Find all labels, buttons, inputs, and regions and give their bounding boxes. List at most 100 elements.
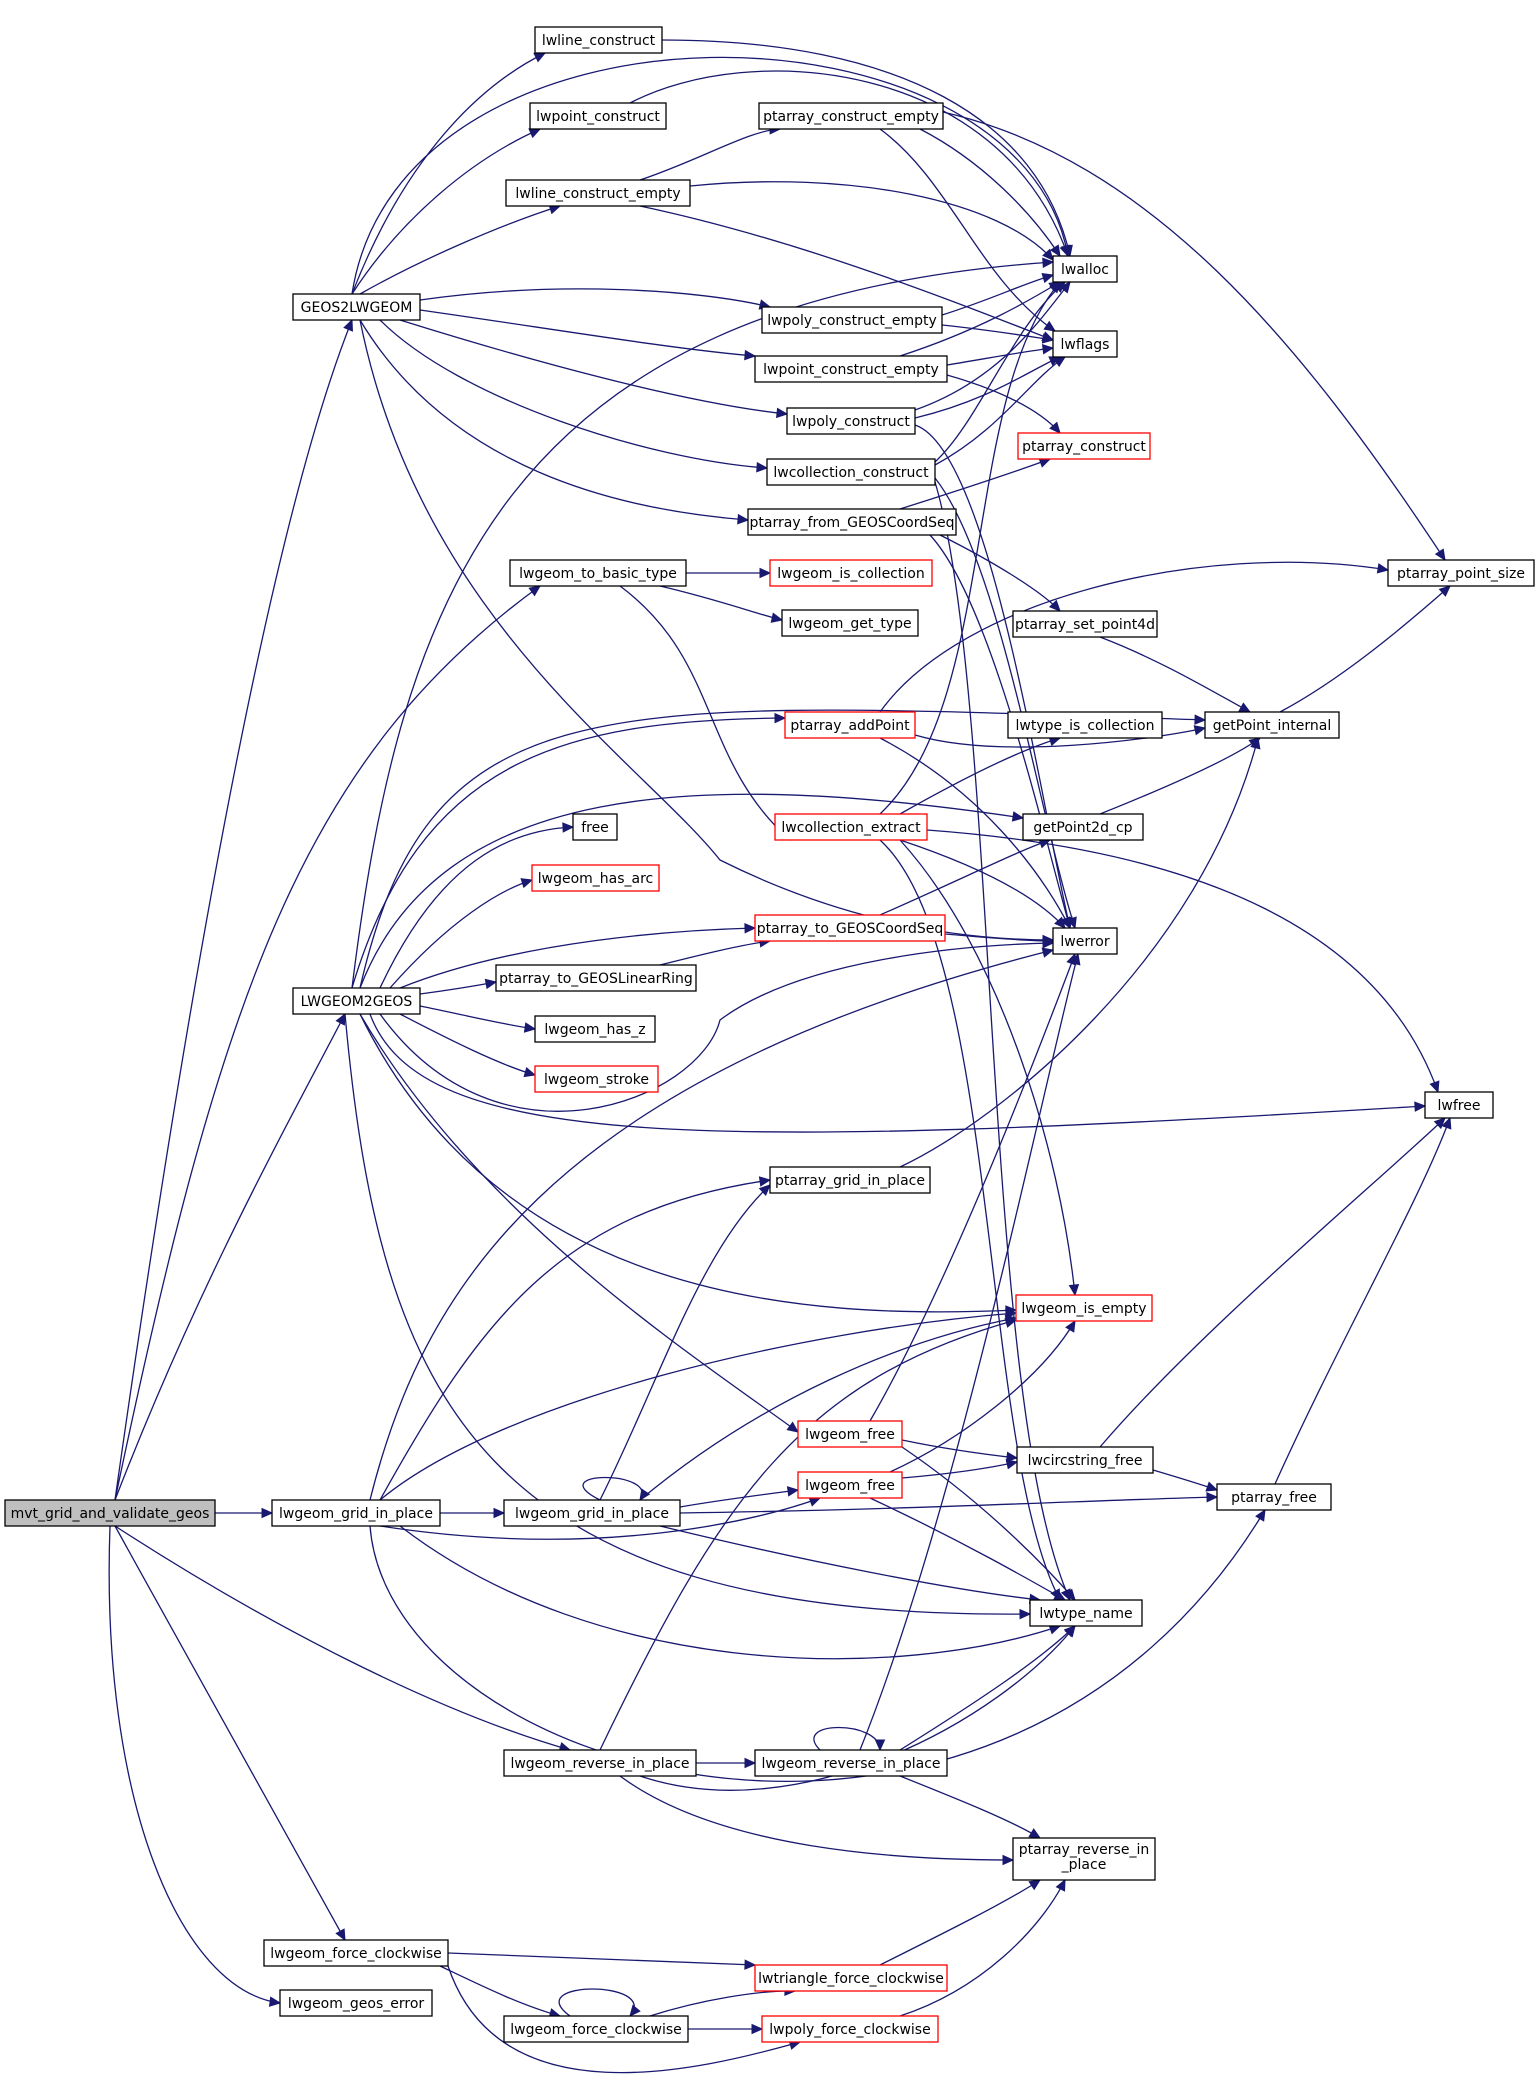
node-lwline-construct[interactable]: lwline_construct [534, 26, 663, 54]
edge-mvt-grid-to-GEOS2LWGEOM [114, 318, 353, 1501]
edge-lwpoly-force-clockwise-to-ptarray-reverse-in-place [899, 1878, 1066, 2017]
edge-line [869, 953, 1076, 1422]
node-lwtriangle-force-clockwise[interactable]: lwtriangle_force_clockwise [754, 1964, 948, 1992]
node-lwpoint-construct[interactable]: lwpoint_construct [529, 102, 667, 130]
node-lwgeom-grid-b[interactable]: lwgeom_grid_in_place [503, 1499, 681, 1527]
node-ptarray-to-GEOSLinearRing[interactable]: ptarray_to_GEOSLinearRing [495, 964, 697, 992]
node-box [1387, 559, 1535, 587]
edge-arrowhead [523, 1067, 537, 1078]
edge-line [582, 1476, 643, 1501]
edge-line [447, 1952, 756, 1966]
node-lwgeom-is-empty[interactable]: lwgeom_is_empty [1015, 1294, 1153, 1322]
node-lwpoly-construct-empty[interactable]: lwpoly_construct_empty [761, 306, 943, 334]
node-label: ptarray_from_GEOSCoordSeq [750, 515, 955, 531]
edge-lwgeom-reverse-a-to-lwgeom-is-empty [599, 1317, 1018, 1751]
node-lwerror[interactable]: lwerror [1052, 927, 1118, 955]
edge-arrowhead [533, 52, 547, 63]
node-lwgeom-reverse-a[interactable]: lwgeom_reverse_in_place [503, 1749, 697, 1777]
node-label: _place [1061, 1857, 1107, 1873]
node-label: lwgeom_force_clockwise [270, 1946, 442, 1962]
node-free[interactable]: free [572, 813, 618, 841]
node-lwflags[interactable]: lwflags [1052, 330, 1118, 358]
node-getPoint2d-cp[interactable]: getPoint2d_cp [1022, 813, 1144, 841]
edge-arrowhead [343, 318, 353, 332]
node-label: ptarray_reverse_in [1019, 1842, 1149, 1858]
edge-line [639, 205, 1054, 341]
node-getPoint-internal[interactable]: getPoint_internal [1204, 711, 1340, 739]
node-lwgeom-to-basic-type[interactable]: lwgeom_to_basic_type [509, 559, 687, 587]
node-label: lwgeom_reverse_in_place [510, 1756, 689, 1772]
node-ptarray-from-GEOSCoordSeq[interactable]: ptarray_from_GEOSCoordSeq [747, 508, 957, 536]
node-LWGEOM2GEOS[interactable]: LWGEOM2GEOS [292, 987, 421, 1015]
node-lwpoly-force-clockwise[interactable]: lwpoly_force_clockwise [761, 2015, 939, 2043]
node-box [774, 813, 928, 841]
node-lwgeom-force-cw-b[interactable]: lwgeom_force_clockwise [503, 2015, 689, 2043]
node-lwgeom-grid-a[interactable]: lwgeom_grid_in_place [271, 1499, 441, 1527]
node-label: ptarray_point_size [1397, 566, 1525, 582]
edge-lwgeom-to-basic-type-to-lwcollection-extract [619, 585, 791, 841]
node-label: mvt_grid_and_validate_geos [11, 1506, 210, 1522]
node-lwgeom-free-a[interactable]: lwgeom_free [797, 1420, 903, 1448]
edge-line [899, 281, 1061, 357]
edge-line [679, 1496, 1218, 1514]
edge-lwgeom-free-b-to-lwtype-name [869, 1497, 1067, 1601]
node-lwcollection-extract[interactable]: lwcollection_extract [774, 813, 928, 841]
node-lwgeom-free-b[interactable]: lwgeom_free [797, 1471, 903, 1499]
edge-arrowhead [335, 1928, 346, 1942]
node-ptarray-grid-in-place[interactable]: ptarray_grid_in_place [769, 1166, 931, 1194]
edge-LWGEOM2GEOS-to-free [379, 822, 575, 989]
edge-arrowhead [1005, 1459, 1019, 1470]
node-lwgeom-has-z[interactable]: lwgeom_has_z [534, 1015, 656, 1043]
node-lwpoly-construct[interactable]: lwpoly_construct [786, 407, 916, 435]
node-lwcircstring-free[interactable]: lwcircstring_free [1016, 1446, 1154, 1474]
edge-arrowhead [759, 567, 772, 579]
edge-line [813, 1726, 881, 1751]
node-lwgeom-has-arc[interactable]: lwgeom_has_arc [531, 864, 660, 892]
node-lwgeom-geos-error[interactable]: lwgeom_geos_error [279, 1989, 433, 2017]
node-label: ptarray_construct [1022, 439, 1146, 455]
node-lwfree[interactable]: lwfree [1424, 1091, 1494, 1119]
edge-arrowhead [1068, 1284, 1080, 1297]
edge-line [351, 128, 541, 295]
edge-arrowhead [1049, 421, 1061, 434]
node-ptarray-set-point4d[interactable]: ptarray_set_point4d [1012, 610, 1158, 638]
node-lwcollection-construct[interactable]: lwcollection_construct [766, 458, 936, 486]
edge-line [399, 319, 788, 415]
edge-line [351, 717, 786, 989]
node-lwgeom-reverse-b[interactable]: lwgeom_reverse_in_place [754, 1749, 948, 1777]
edge-arrowhead [562, 822, 575, 833]
node-ptarray-point-size[interactable]: ptarray_point_size [1387, 559, 1535, 587]
node-lwgeom-stroke[interactable]: lwgeom_stroke [534, 1065, 659, 1093]
node-lwgeom-is-collection[interactable]: lwgeom_is_collection [769, 559, 933, 587]
node-lwtype-is-collection[interactable]: lwtype_is_collection [1007, 711, 1163, 739]
node-ptarray-free[interactable]: ptarray_free [1216, 1483, 1332, 1511]
edge-arrowhead [744, 1757, 757, 1769]
edge-arrowhead [1059, 244, 1070, 258]
node-ptarray-construct-empty[interactable]: ptarray_construct_empty [758, 102, 944, 130]
edge-line [399, 1013, 536, 1076]
node-lwline-construct-empty[interactable]: lwline_construct_empty [505, 179, 691, 207]
node-lwgeom-get-type[interactable]: lwgeom_get_type [781, 609, 919, 637]
edge-arrowhead [737, 513, 750, 525]
node-lwpoint-construct-empty[interactable]: lwpoint_construct_empty [754, 355, 948, 383]
edge-line [941, 274, 1054, 316]
edge-lwgeom-to-basic-type-to-lwgeom-get-type [659, 585, 784, 623]
node-lwgeom-force-cw-a[interactable]: lwgeom_force_clockwise [263, 1939, 449, 1967]
edge-ptarray-construct-empty-to-ptarray-point-size [942, 111, 1446, 562]
node-ptarray-reverse-in-place[interactable]: ptarray_reverse_in_place [1012, 1837, 1156, 1881]
node-lwtype-name[interactable]: lwtype_name [1029, 1599, 1143, 1627]
node-lwalloc[interactable]: lwalloc [1052, 255, 1118, 283]
edge-lwgeom-grid-b-to-lwtype-name [659, 1525, 1042, 1605]
edge-line [359, 319, 1054, 941]
node-GEOS2LWGEOM[interactable]: GEOS2LWGEOM [292, 293, 421, 321]
edge-arrowhead [1055, 1878, 1066, 1892]
edge-line [879, 1879, 1041, 1966]
edge-line [879, 839, 1061, 1601]
node-ptarray-addPoint[interactable]: ptarray_addPoint [784, 711, 916, 739]
node-box [1017, 432, 1151, 460]
node-ptarray-to-GEOSCoordSeq[interactable]: ptarray_to_GEOSCoordSeq [754, 914, 946, 942]
node-ptarray-construct[interactable]: ptarray_construct [1017, 432, 1151, 460]
edge-arrowhead [1042, 248, 1054, 261]
edge-lwgeom-grid-b-to-ptarray-grid-in-place [599, 1184, 771, 1501]
